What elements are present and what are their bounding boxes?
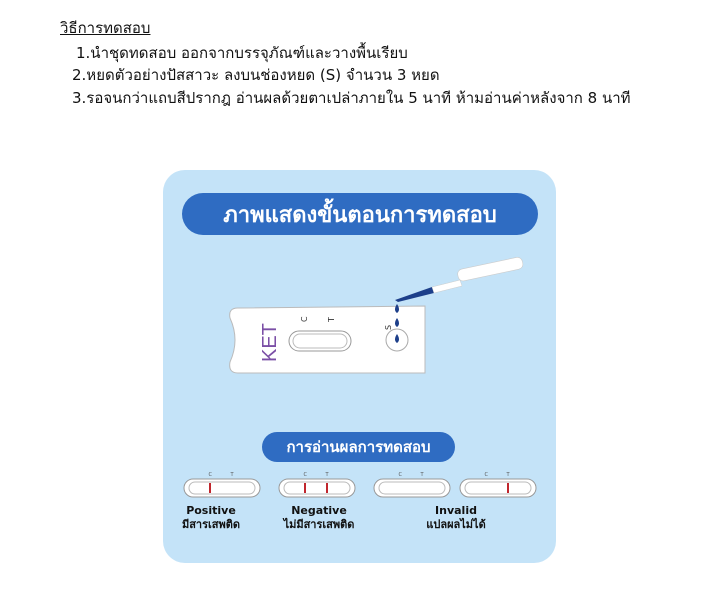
step-3: 3.รอจนกว่าแถบสีปรากฎ อ่านผลด้วยตาเปล่าภา…	[72, 89, 631, 107]
result-invalid: Invalid แปลผลไม่ได้	[401, 504, 511, 532]
mark-t: T	[327, 317, 336, 323]
test-cassette: KET C T S	[229, 305, 426, 374]
strip-line	[507, 483, 509, 493]
mark-s: S	[384, 325, 393, 330]
strip-mark: C	[304, 472, 308, 478]
result-th: แปลผลไม่ได้	[426, 518, 486, 531]
instructions-heading: วิธีการทดสอบ	[60, 19, 151, 37]
strip-line	[209, 483, 211, 493]
procedure-title: ภาพแสดงขั้นตอนการทดสอบ	[182, 193, 538, 235]
results-title: การอ่านผลการทดสอบ	[262, 432, 455, 462]
result-th: มีสารเสพติด	[181, 518, 241, 531]
cassette-label: KET	[259, 323, 281, 362]
strip-mark: C	[209, 472, 213, 478]
drop-icons	[395, 304, 399, 343]
strip-mark: T	[325, 472, 330, 478]
strip-mark: T	[420, 472, 425, 478]
strip-line	[304, 483, 306, 493]
pipette-icon	[395, 257, 524, 302]
strip-mark: T	[230, 472, 235, 478]
result-en: Positive	[186, 504, 236, 517]
result-negative: Negative ไม่มีสารเสพติด	[264, 504, 374, 532]
mark-c: C	[300, 316, 309, 322]
result-th: ไม่มีสารเสพติด	[283, 518, 355, 531]
strip-mark: C	[485, 472, 489, 478]
result-positive: Positive มีสารเสพติด	[156, 504, 266, 532]
strip-mark: C	[399, 472, 403, 478]
result-en: Negative	[291, 504, 347, 517]
result-en: Invalid	[435, 504, 477, 517]
step-1: 1.นำชุดทดสอบ ออกจากบรรจุภัณฑ์และวางพื้นเ…	[76, 44, 408, 62]
strip-mark: T	[506, 472, 511, 478]
strip-line	[326, 483, 328, 493]
step-2: 2.หยดตัวอย่างปัสสาวะ ลงบนช่องหยด (S) จำน…	[72, 66, 440, 84]
